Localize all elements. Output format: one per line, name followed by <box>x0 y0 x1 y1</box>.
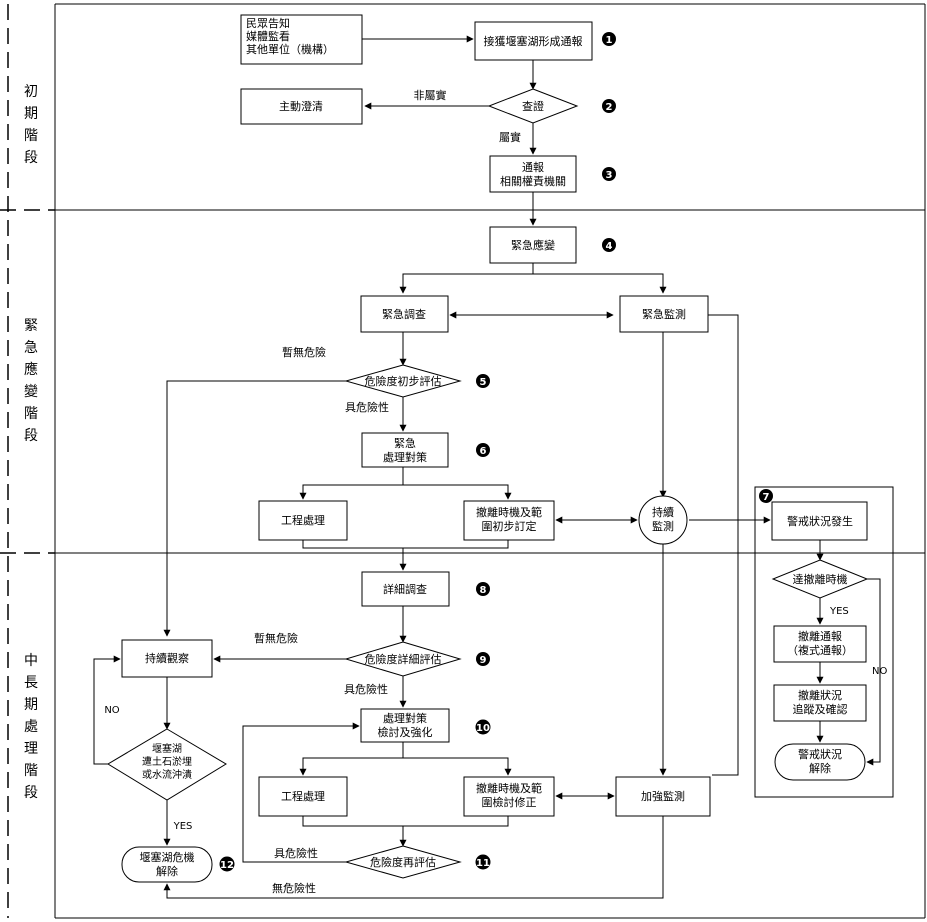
node-clarify: 主動澄清 <box>240 88 363 125</box>
node-evac-notice: 撤離通報（複式通報） <box>773 625 867 663</box>
edge-label-yes: YES <box>173 821 193 832</box>
svg-text:9: 9 <box>480 655 487 666</box>
node-notify: 通報相關權責機關 <box>489 155 577 193</box>
node-lake-check: 堰塞湖遭土石淤埋或水流沖潰 <box>107 728 227 801</box>
step-badge-12: 12 <box>219 856 235 872</box>
svg-text:10: 10 <box>476 723 490 734</box>
node-evac-initial: 撤離時機及範圍初步訂定 <box>463 500 555 541</box>
svg-text:12: 12 <box>220 860 234 871</box>
node-preliminary-assess: 危險度初步評估 <box>344 364 462 398</box>
lake-check-text: 堰塞湖遭土石淤埋或水流沖潰 <box>142 742 192 781</box>
evac-notice-text: 撤離通報（複式通報） <box>787 629 853 657</box>
node-crisis-lifted: 堰塞湖危機解除 <box>121 846 213 883</box>
edge-label-not-dangerous: 無危險性 <box>272 881 316 895</box>
alert-occurs-text: 警戒狀況發生 <box>787 514 853 528</box>
node-emergency-response: 緊急應變 <box>489 226 577 264</box>
step-badge-9: 9 <box>476 652 490 666</box>
phase-label-initial: 初期階段 <box>24 83 38 166</box>
step-badge-10: 10 <box>475 719 491 735</box>
svg-text:3: 3 <box>606 170 613 181</box>
node-emergency-monitor: 緊急監測 <box>619 295 709 333</box>
connectors <box>93 35 881 899</box>
node-emergency-measures: 緊急處理對策 <box>361 432 449 468</box>
svg-text:11: 11 <box>476 858 490 869</box>
svg-text:7: 7 <box>763 492 770 503</box>
node-verify: 查證 <box>487 88 579 124</box>
continuous-monitor-text: 持續監測 <box>652 505 674 533</box>
edge-label-true: 屬實 <box>499 130 521 144</box>
edge-label-no-danger-1: 暫無危險 <box>282 345 326 359</box>
step-badge-1: 1 <box>602 32 616 46</box>
clarify-text: 主動澄清 <box>279 99 323 113</box>
public-report-text: 民眾告知媒體監看其他單位（機構） <box>246 16 334 56</box>
node-detailed-assess: 危險度詳細評估 <box>344 641 462 677</box>
node-alert-occurs: 警戒狀況發生 <box>771 501 868 541</box>
continuous-observe-text: 持續觀察 <box>145 651 189 665</box>
edge-label-no-danger-2: 暫無危險 <box>254 631 298 645</box>
step-badge-4: 4 <box>602 238 616 252</box>
detailed-assess-text: 危險度詳細評估 <box>365 652 442 666</box>
measures-review-text: 處理對策檢討及強化 <box>378 711 433 739</box>
step-badge-8: 8 <box>476 582 490 596</box>
reassess-text: 危險度再評估 <box>370 855 436 869</box>
edge-label-dangerous-1: 具危險性 <box>345 400 389 414</box>
node-measures-review: 處理對策檢討及強化 <box>360 708 450 743</box>
edge-label-no-2: NO <box>872 666 887 677</box>
node-detailed-survey: 詳細調查 <box>361 571 450 607</box>
step-badge-5: 5 <box>476 374 490 388</box>
alert-lifted-text: 警戒狀況解除 <box>798 747 842 775</box>
svg-text:1: 1 <box>606 35 613 46</box>
svg-text:5: 5 <box>480 377 487 388</box>
emergency-measures-text: 緊急處理對策 <box>383 436 427 464</box>
node-evac-track: 撤離狀況追蹤及確認 <box>773 684 867 722</box>
node-reach-evac: 達撤離時機 <box>771 559 869 599</box>
edge-label-no: NO <box>104 705 119 716</box>
svg-text:8: 8 <box>480 585 487 596</box>
emergency-response-text: 緊急應變 <box>511 238 555 252</box>
step-badge-3: 3 <box>602 167 616 181</box>
node-enhanced-monitor: 加強監測 <box>615 776 711 817</box>
evac-track-text: 撤離狀況追蹤及確認 <box>793 688 848 716</box>
edge-label-dangerous-2: 具危險性 <box>344 682 388 696</box>
preliminary-assess-text: 危險度初步評估 <box>365 374 442 388</box>
node-engineering-1: 工程處理 <box>258 500 348 541</box>
step-badge-7: 7 <box>759 489 773 503</box>
node-public-report: 民眾告知媒體監看其他單位（機構） <box>240 14 363 65</box>
edge-label-dangerous-3: 具危險性 <box>274 846 318 860</box>
node-receive-report: 接獲堰塞湖形成通報 <box>474 21 593 61</box>
node-evac-review: 撤離時機及範圍檢討修正 <box>463 776 555 817</box>
enhanced-monitor-text: 加強監測 <box>641 789 685 803</box>
svg-text:2: 2 <box>606 102 613 113</box>
step-badge-2: 2 <box>602 99 616 113</box>
edge-label-not-true: 非屬實 <box>414 88 447 102</box>
emergency-survey-text: 緊急調查 <box>382 307 426 321</box>
detailed-survey-text: 詳細調查 <box>383 582 427 596</box>
evac-initial-text: 撤離時機及範圍初步訂定 <box>476 505 542 533</box>
verify-text: 查證 <box>522 99 544 113</box>
step-badge-6: 6 <box>476 443 490 457</box>
receive-report-text: 接獲堰塞湖形成通報 <box>484 34 583 48</box>
engineering-2-text: 工程處理 <box>281 789 325 803</box>
frame <box>0 3 926 919</box>
node-engineering-2: 工程處理 <box>258 776 348 817</box>
phase-label-longterm: 中長期處理階段 <box>24 653 38 801</box>
evac-review-text: 撤離時機及範圍檢討修正 <box>476 781 542 809</box>
notify-text: 通報相關權責機關 <box>500 161 566 188</box>
node-continuous-observe: 持續觀察 <box>121 639 213 678</box>
engineering-1-text: 工程處理 <box>281 513 325 527</box>
emergency-monitor-text: 緊急監測 <box>642 307 686 321</box>
reach-evac-text: 達撤離時機 <box>793 572 848 586</box>
node-emergency-survey: 緊急調查 <box>360 295 449 333</box>
step-badge-11: 11 <box>475 854 491 870</box>
node-reassess: 危險度再評估 <box>344 845 462 879</box>
node-alert-lifted: 警戒狀況解除 <box>774 743 866 781</box>
crisis-lifted-text: 堰塞湖危機解除 <box>140 850 195 878</box>
alert-section-frame <box>754 486 894 798</box>
phase-label-emergency: 緊急應變階段 <box>24 318 38 444</box>
edge-label-yes-2: YES <box>829 606 849 617</box>
svg-text:6: 6 <box>480 446 487 457</box>
svg-text:4: 4 <box>606 241 613 252</box>
node-continuous-monitor: 持續監測 <box>638 495 688 545</box>
